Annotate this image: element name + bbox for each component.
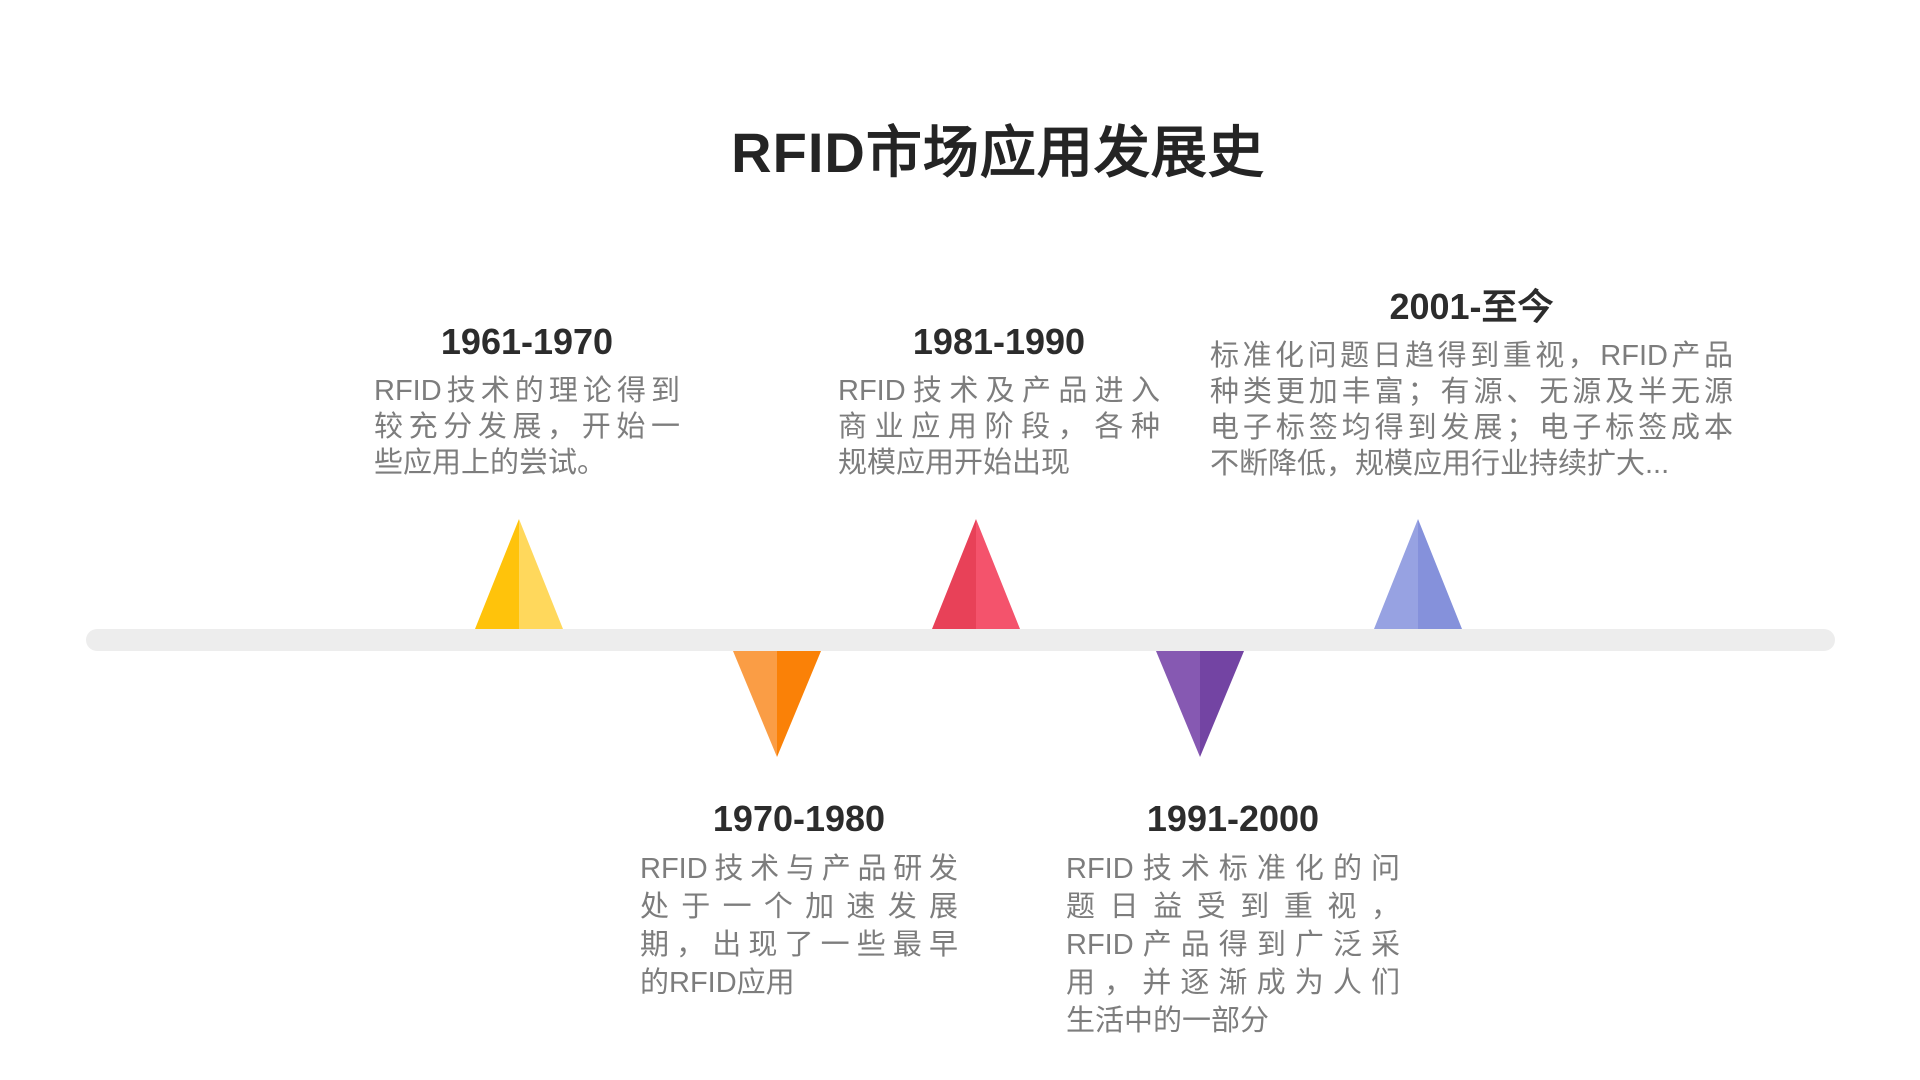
triangle-up-marker-2001 bbox=[1374, 519, 1462, 629]
triangle-right-half bbox=[1418, 519, 1462, 629]
period-heading: 2001-至今 bbox=[1389, 286, 1554, 327]
timeline-item-1970-1980: 1970-1980 RFID技术与产品研发处于一个加速发展期，出现了一些最早的R… bbox=[640, 797, 958, 1002]
period-heading: 1961-1970 bbox=[440, 321, 614, 362]
page-title: RFID市场应用发展史 bbox=[731, 121, 1265, 184]
period-heading: 1981-1990 bbox=[912, 321, 1086, 362]
triangle-up-marker-1981 bbox=[932, 519, 1020, 629]
period-description: 标准化问题日趋得到重视，RFID产品种类更加丰富；有源、无源及半无源电子标签均得… bbox=[1210, 340, 1733, 480]
period-description: RFID技术与产品研发处于一个加速发展期，出现了一些最早的RFID应用 bbox=[640, 853, 958, 999]
period-heading: 1970-1980 bbox=[712, 798, 886, 839]
triangle-right-half bbox=[777, 651, 821, 757]
timeline-item-2001-now: 2001-至今 标准化问题日趋得到重视，RFID产品种类更加丰富；有源、无源及半… bbox=[1210, 285, 1733, 482]
timeline-item-1961-1970: 1961-1970 RFID技术的理论得到较充分发展，开始一些应用上的尝试。 bbox=[374, 320, 680, 481]
timeline-item-1991-2000: 1991-2000 RFID技术标准化的问题日益受到重视，RFID产品得到广泛采… bbox=[1066, 797, 1400, 1040]
period-description: RFID技术标准化的问题日益受到重视，RFID产品得到广泛采用，并逐渐成为人们生… bbox=[1066, 853, 1400, 1037]
triangle-left-half bbox=[1156, 651, 1200, 757]
triangle-left-half bbox=[932, 519, 976, 629]
triangle-down-marker-1970 bbox=[733, 651, 821, 757]
triangle-left-half bbox=[1374, 519, 1418, 629]
triangle-right-half bbox=[519, 519, 563, 629]
triangle-left-half bbox=[475, 519, 519, 629]
timeline-item-1981-1990: 1981-1990 RFID技术及产品进入商业应用阶段，各种规模应用开始出现 bbox=[838, 320, 1160, 481]
triangle-right-half bbox=[1200, 651, 1244, 757]
triangle-up-marker-1961 bbox=[475, 519, 563, 629]
timeline-bar bbox=[86, 629, 1835, 651]
period-description: RFID技术及产品进入商业应用阶段，各种规模应用开始出现 bbox=[838, 375, 1160, 479]
triangle-left-half bbox=[733, 651, 777, 757]
triangle-down-marker-1991 bbox=[1156, 651, 1244, 757]
triangle-right-half bbox=[976, 519, 1020, 629]
period-description: RFID技术的理论得到较充分发展，开始一些应用上的尝试。 bbox=[374, 375, 680, 479]
period-heading: 1991-2000 bbox=[1146, 798, 1320, 839]
